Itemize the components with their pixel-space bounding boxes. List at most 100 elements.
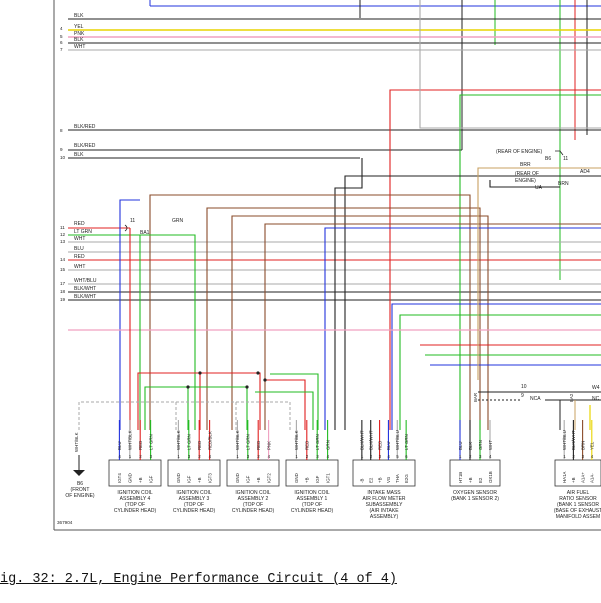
ignition-coil-4-pin-num-2: 2	[139, 454, 142, 459]
wire-label-6: BLK/RED	[74, 143, 96, 149]
ignition-coil-1-title4: CYLINDER HEAD)	[291, 508, 334, 514]
oxygen-sensor-bank1-sensor2-pin-num-3: 4	[489, 454, 492, 459]
ignition-coil-2-pin-3: IGT2	[266, 473, 271, 483]
oxygen-sensor-bank1-sensor2-wire-label-2: GRN	[478, 440, 483, 450]
oxygen-sensor-bank1-sensor2-pin-1: +B	[468, 477, 473, 483]
wire-num-12: 14	[60, 257, 66, 262]
wire-num-8: 11	[60, 225, 65, 230]
wire-label-4: WHT	[74, 44, 85, 50]
ground-name: B6	[77, 481, 83, 487]
intake-mass-air-flow-meter-title3: SUBASSEMBLY	[366, 502, 404, 508]
wire-num-7: 10	[60, 155, 66, 160]
wire-num-1: 4	[60, 26, 63, 31]
air-fuel-ratio-sensor-box	[554, 459, 601, 487]
ignition-coil-4-title2: ASSEMBLY 4	[120, 496, 151, 502]
intake-mass-air-flow-meter-pin-3: VG	[386, 476, 391, 483]
ignition-coil-2-title3: (TOP OF	[243, 502, 263, 508]
air-fuel-ratio-sensor-title3: (BANK 1 SENSOR	[557, 502, 599, 508]
oxygen-sensor-bank1-sensor2-wire-label-1: BLK	[468, 442, 473, 450]
wire-label-0: BLK	[74, 13, 84, 19]
air-fuel-ratio-sensor-title2: RATIO SENSOR	[559, 496, 597, 502]
tag-wht-blk: WHT/BLK	[74, 432, 79, 452]
ignition-coil-3-title4: CYLINDER HEAD)	[173, 508, 216, 514]
figure-code: 367904	[57, 520, 73, 525]
ignition-coil-3-title1: IGNITION COIL	[176, 490, 212, 496]
ignition-coil-3-wire-label-1: LT GRN	[187, 434, 192, 450]
intake-mass-air-flow-meter-pin-1: E2	[369, 477, 374, 483]
ignition-coil-4-wire-label-1: WHT/BLK	[128, 430, 133, 450]
ignition-coil-4-title3: (TOP OF	[125, 502, 145, 508]
ignition-coil-1-wire-label-3: GRN	[325, 440, 330, 450]
ignition-coil-3-pin-num-2: 2	[198, 454, 201, 459]
connector-ba1: 11 BA1 GRN	[124, 218, 184, 236]
top-wires	[149, 0, 601, 280]
wire-num-16: 19	[60, 297, 66, 302]
ignition-coil-2-pin-num-3: 4	[268, 454, 271, 459]
intake-mass-air-flow-meter-pin-5: E2G	[404, 474, 409, 483]
wire-label-12: RED	[74, 254, 85, 260]
oxygen-sensor-bank1-sensor2-pin-num-1: 2	[469, 454, 472, 459]
intake-mass-air-flow-meter-wire-label-5: LT GRN	[404, 434, 409, 450]
wire-num-5: 8	[60, 128, 63, 133]
wire-label-13: WHT	[74, 264, 85, 270]
intake-mass-air-flow-meter-pin-num-0: 1	[361, 454, 364, 459]
air-fuel-ratio-sensor-title1: AIR FUEL	[567, 490, 590, 496]
ignition-coil-4-title1: IGNITION COIL	[117, 490, 153, 496]
wire-label-11: BLU	[74, 246, 84, 252]
wire-num-2: 5	[60, 34, 63, 39]
intake-mass-air-flow-meter-pin-num-5: 6	[405, 454, 408, 459]
air-fuel-ratio-sensor-pin-num-0: 1	[563, 454, 566, 459]
ignition-coil-1-pin-num-2: 3	[316, 454, 319, 459]
ground-bus	[78, 401, 291, 430]
ignition-coil-4-pin-3: IGF	[148, 475, 153, 483]
ignition-coil-4-title4: CYLINDER HEAD)	[114, 508, 157, 514]
wire-num-14: 17	[60, 281, 66, 286]
oxygen-sensor-bank1-sensor2-wire-label-0: BLU	[458, 441, 463, 450]
ignition-coil-4-pin-2: +B	[138, 477, 143, 483]
oxygen-sensor-bank1-sensor2-title2: (BANK 1 SENSOR 2)	[451, 496, 499, 502]
junction-dots	[186, 371, 267, 389]
ignition-coil-1-pin-2: IGF	[315, 475, 320, 483]
ground-line2: OF ENGINE)	[65, 493, 95, 499]
ignition-coil-1-title1: IGNITION COIL	[294, 490, 330, 496]
ignition-coil-1-wire-label-0: WHT/BLK	[294, 430, 299, 450]
wire-label-7: BLK	[74, 152, 84, 158]
intake-mass-air-flow-meter-title5: ASSEMBLY)	[370, 514, 399, 520]
air-fuel-ratio-sensor-pin-num-1: 2	[572, 454, 575, 459]
figure-caption: ig. 32: 2.7L, Engine Performance Circuit…	[0, 572, 601, 587]
wire-num-4: 7	[60, 47, 63, 52]
ignition-coil-2-pin-num-0: 1	[236, 454, 239, 459]
oxygen-sensor-bank1-sensor2-pin-2: E2	[478, 477, 483, 483]
oxygen-sensor-bank1-sensor2-pin-num-2: 3	[479, 454, 482, 459]
wiring-diagram: BLK 4 YEL 5 PNK 6 BLK 7 WHT 8 BLK/RED 9 …	[53, 0, 601, 531]
wire-label-14: WHT/BLU	[74, 278, 97, 284]
ignition-coil-3-pin-num-1: 3	[188, 454, 191, 459]
connector-brn: BRN	[558, 181, 569, 187]
wire-label-1: YEL	[74, 24, 84, 30]
wire-label-10: WHT	[74, 236, 85, 242]
vertical-tags: BAR BA2 WHT/BLK	[74, 393, 574, 452]
ignition-coil-1-title3: (TOP OF	[302, 502, 322, 508]
ignition-coil-3-pin-num-3: 4	[209, 454, 212, 459]
ba1-wire: GRN	[172, 218, 184, 224]
intake-mass-air-flow-meter-pin-4: THA	[395, 474, 400, 483]
ignition-coil-2-pin-0: GND	[235, 473, 240, 483]
ignition-coil-4-wire-label-0: BLU	[117, 441, 122, 450]
oxygen-sensor-bank1-sensor2-title1: OXYGEN SENSOR	[453, 490, 497, 496]
ignition-coil-1-pin-num-0: 1	[295, 454, 298, 459]
ignition-coil-1-title2: ASSEMBLY 1	[297, 496, 328, 502]
wire-label-9: LT GRN	[74, 229, 92, 235]
ignition-coil-1-pin-1: +B	[305, 477, 310, 483]
air-fuel-ratio-sensor-title5: MANIFOLD ASSEM	[556, 514, 600, 520]
air-fuel-ratio-sensor-pin-num-3: 4	[591, 454, 594, 459]
air-fuel-ratio-sensor-wire-label-2: BRN	[580, 441, 585, 450]
intake-mass-air-flow-meter-box	[352, 459, 416, 487]
ignition-coil-2-wire-label-2: RED	[256, 441, 261, 450]
wire-num-13: 15	[60, 267, 66, 272]
left-wire-labels: BLK 4 YEL 5 PNK 6 BLK 7 WHT 8 BLK/RED 9 …	[60, 13, 97, 302]
figure-caption-text: ig. 32: 2.7L, Engine Performance Circuit…	[0, 572, 397, 587]
connector-rear-engine: (REAR OF ENGINE) BRR 11 B6 AD4 (REAR OF …	[496, 149, 590, 191]
nca-pin10: 10	[521, 384, 527, 390]
